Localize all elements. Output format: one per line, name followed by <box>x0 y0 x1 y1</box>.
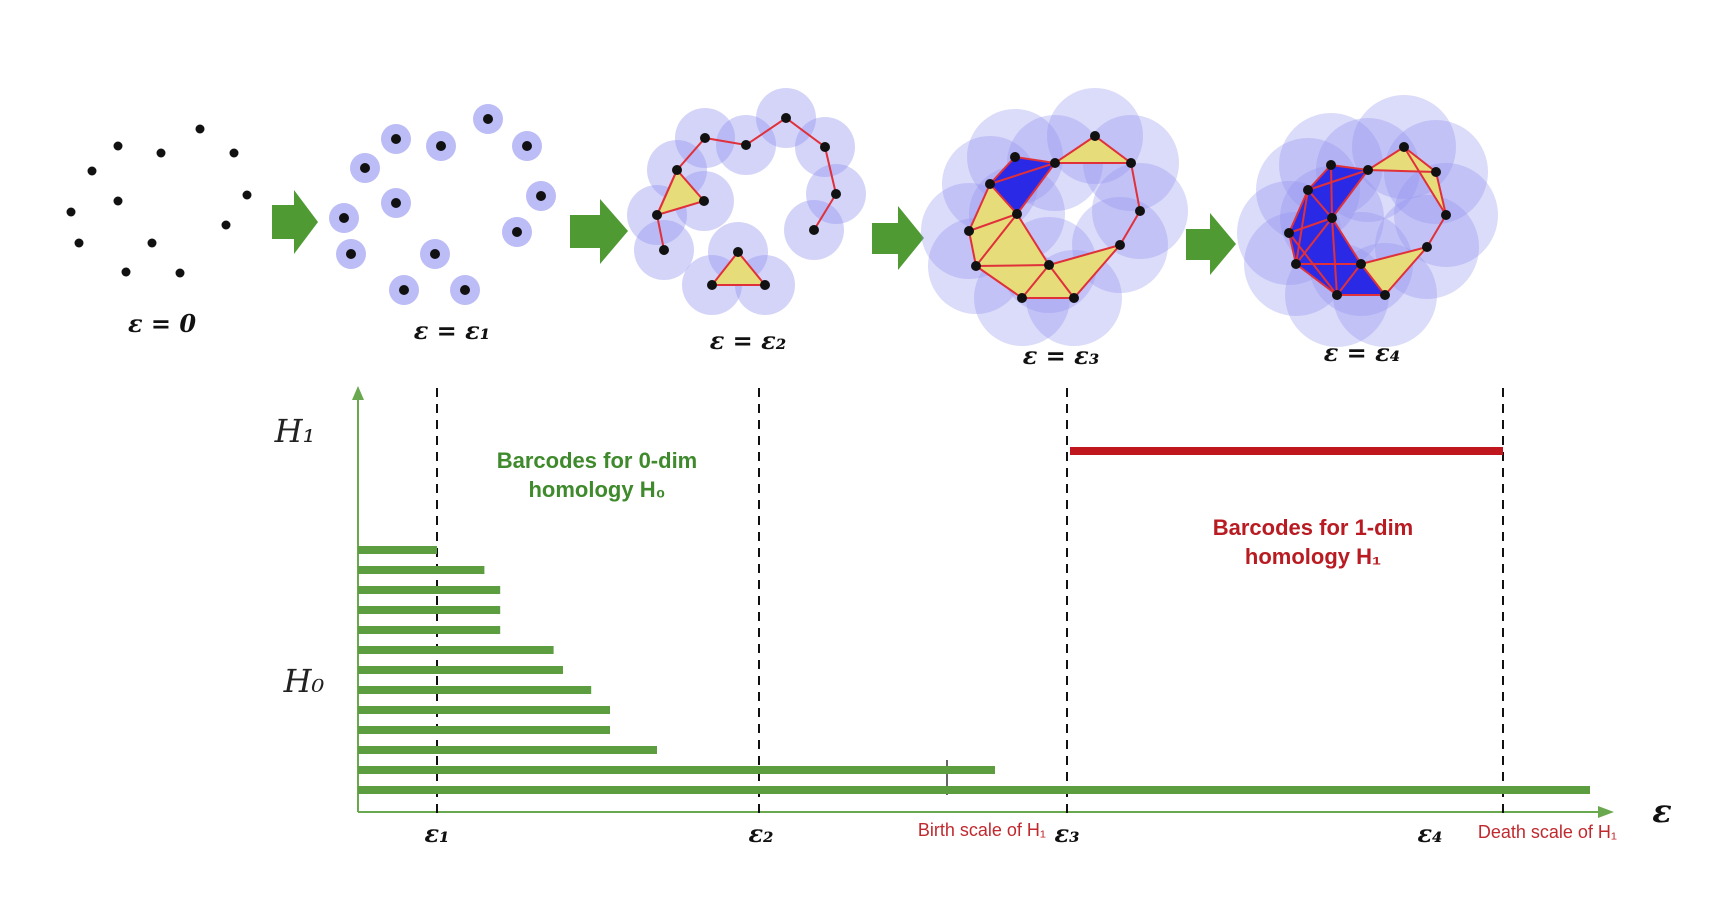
epsilon-axis-label: ε <box>1652 792 1671 830</box>
h1-title-line1: Barcodes for 1-dim <box>1213 515 1414 540</box>
stage-0-points <box>66 124 252 278</box>
h0-bar <box>358 626 501 634</box>
h0-bar <box>358 586 501 594</box>
h0-title-line1: Barcodes for 0-dim <box>497 448 698 473</box>
h0-title-line2: homology H₀ <box>528 477 665 502</box>
stage-4-label: ε = ε₄ <box>1324 338 1401 367</box>
h1-title-line2: homology H₁ <box>1245 544 1381 569</box>
stage-0-label: ε = 0 <box>128 309 196 338</box>
h0-bar <box>358 726 610 734</box>
tick-eps4: ε₄ <box>1417 819 1442 848</box>
h0-bar <box>358 666 563 674</box>
h0-bar <box>358 786 1590 794</box>
birth-scale-label: Birth scale of H₁ <box>918 820 1046 840</box>
tick-eps2: ε₂ <box>748 819 773 848</box>
stage-1-label: ε = ε₁ <box>414 316 491 345</box>
h1-bar <box>1070 447 1503 455</box>
stage-2-label: ε = ε₂ <box>710 326 787 355</box>
stage-3-complex <box>921 88 1188 346</box>
stage-4-complex <box>1237 95 1498 347</box>
h0-bar <box>358 706 610 714</box>
stage-3-label: ε = ε₃ <box>1023 341 1100 370</box>
epsilon-dashed-lines <box>436 388 1504 814</box>
h0-bar <box>358 566 485 574</box>
h0-bar <box>358 606 501 614</box>
tick-eps3: ε₃ <box>1054 819 1079 848</box>
h0-bar <box>358 646 554 654</box>
tick-eps1: ε₁ <box>424 819 449 848</box>
h0-barcodes <box>358 546 1590 794</box>
death-scale-label: Death scale of H₁ <box>1478 822 1617 842</box>
h0-bar <box>358 766 995 774</box>
stage-2-complex <box>627 88 866 315</box>
arrow-icon <box>272 190 1236 275</box>
h0-bar <box>358 686 592 694</box>
barcode-axes <box>352 386 1614 818</box>
h1-axis-label: H₁ <box>274 412 316 450</box>
h0-axis-label: H₀ <box>283 662 325 700</box>
h0-bar <box>358 546 437 554</box>
h0-bar <box>358 746 657 754</box>
h1-barcodes <box>1070 447 1503 455</box>
stage-1-balls <box>329 104 556 305</box>
